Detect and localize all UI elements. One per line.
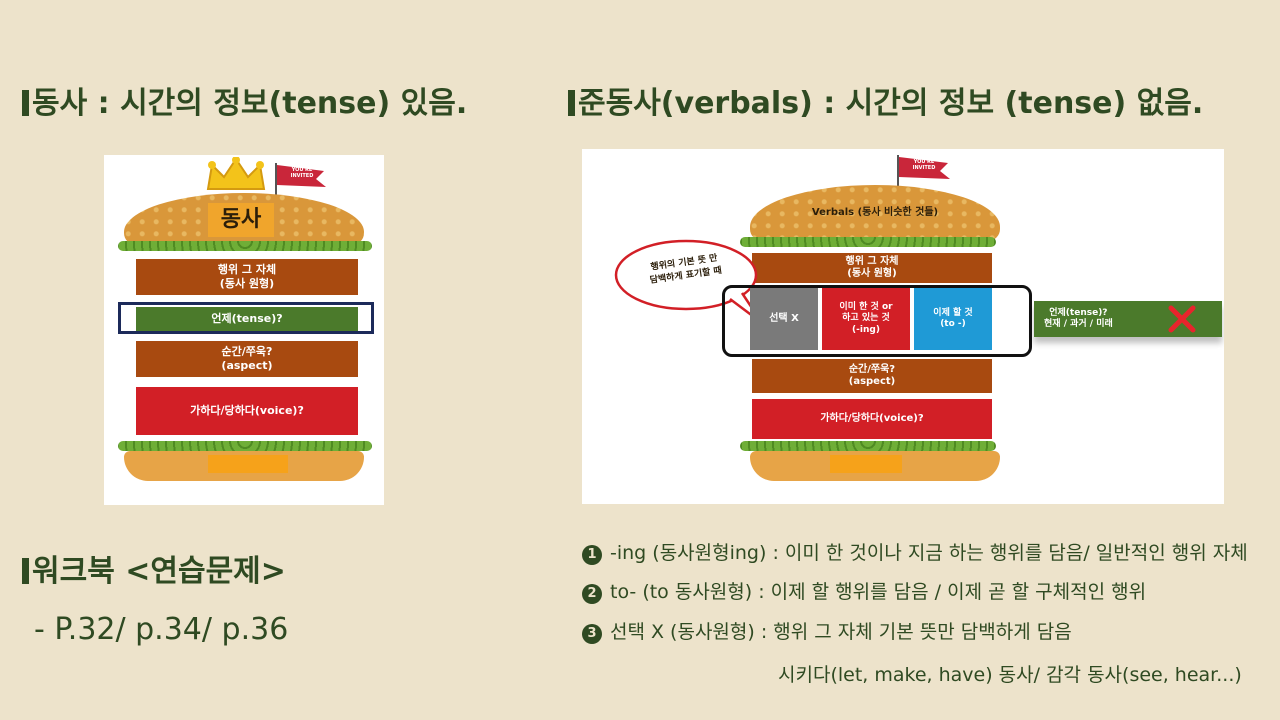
verbals-burger-diagram: YOU'RE INVITED Verbals (동사 비슷한 것들) 행위 그 … [582, 149, 1224, 504]
crown-icon [206, 157, 266, 190]
verb-burger-diagram: YOU'RE INVITED 동사 행위 그 자체 (동사 원형) 언제(ten… [104, 155, 384, 505]
segment-ing: 이미 한 것 or 하고 있는 것 (-ing) [822, 288, 910, 350]
flag-text: YOU'RE INVITED [290, 167, 314, 179]
layer-action-itself: 행위 그 자체 (동사 원형) [752, 253, 992, 283]
burger-title: Verbals (동사 비슷한 것들) [811, 206, 939, 218]
lettuce [118, 241, 372, 251]
layer-voice: 가하다/당하다(voice)? [752, 399, 992, 439]
lettuce [740, 237, 996, 247]
note-1: 1-ing (동사원형ing) : 이미 한 것이나 지금 하는 행위를 담음/… [582, 538, 1248, 565]
lettuce-bottom [118, 441, 372, 451]
heading-bar-icon [22, 90, 29, 116]
workbook-pages: - P.32/ p.34/ p.36 [34, 612, 289, 647]
heading-bar-icon [568, 90, 575, 116]
right-heading: 준동사(verbals) : 시간의 정보 (tense) 없음. [568, 78, 1203, 122]
layer-aspect: 순간/쭈욱? (aspect) [752, 359, 992, 393]
note-3-extra: 시키다(let, make, have) 동사/ 감각 동사(see, hear… [778, 664, 1242, 686]
heading-bar-icon [22, 558, 29, 584]
number-badge-icon: 3 [582, 624, 602, 644]
layer-aspect: 순간/쭈욱? (aspect) [136, 341, 358, 377]
burger-title: 동사 [208, 203, 274, 237]
number-badge-icon: 1 [582, 545, 602, 565]
workbook-heading: 워크북 <연습문제> [22, 546, 286, 590]
segment-no-choice: 선택 X [750, 288, 818, 350]
number-badge-icon: 2 [582, 584, 602, 604]
layer-action-itself: 행위 그 자체 (동사 원형) [136, 259, 358, 295]
flag-text: YOU'RE INVITED [912, 159, 936, 171]
tense-highlight-box [118, 302, 374, 334]
layer-tense: 언제(tense)? [136, 307, 358, 331]
bun-patch [830, 455, 902, 473]
lettuce-bottom [740, 441, 996, 451]
verbals-highlight-box [722, 285, 1032, 357]
segment-to: 이제 할 것 (to -) [914, 288, 992, 350]
x-mark-icon [1168, 305, 1196, 333]
left-heading: 동사 : 시간의 정보(tense) 있음. [22, 78, 467, 122]
layer-voice: 가하다/당하다(voice)? [136, 387, 358, 435]
bun-patch [208, 455, 288, 473]
